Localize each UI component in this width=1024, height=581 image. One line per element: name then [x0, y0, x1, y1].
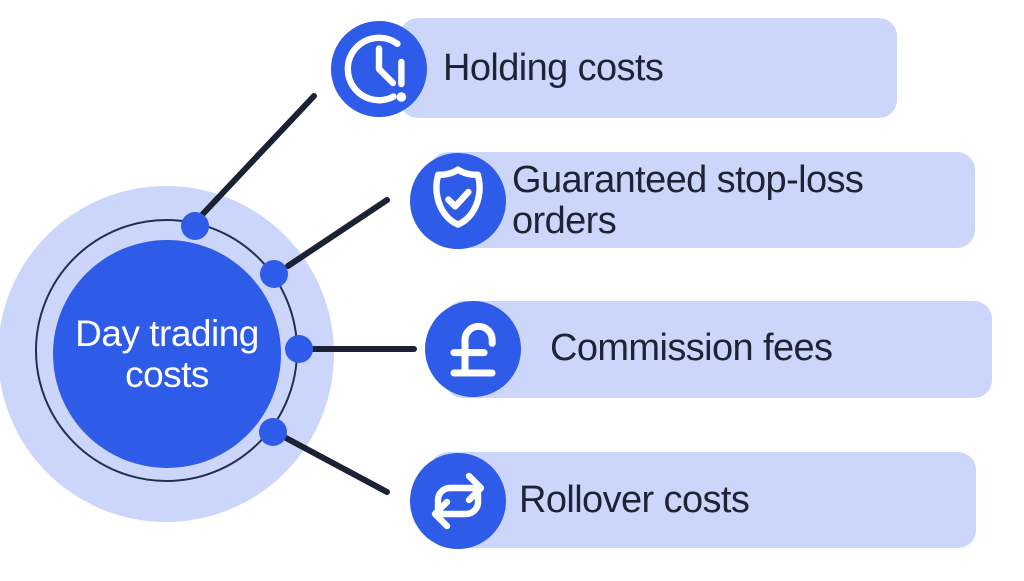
orbit-dot-stop-loss: [260, 260, 288, 288]
shield-check-icon: [410, 153, 506, 249]
pill-label-rollover-costs: Rollover costs: [519, 479, 750, 521]
orbit-dot-commission-fees: [285, 335, 313, 363]
pill-stop-loss: [430, 152, 975, 248]
center-title-line-2: costs: [125, 354, 209, 395]
orbit-dot-rollover-costs: [259, 418, 287, 446]
clock-alert-icon: [331, 21, 427, 117]
repeat-arrows-icon: [410, 453, 506, 549]
pill-label-stop-loss: Guaranteed stop-loss orders: [512, 159, 864, 242]
pill-holding-costs: [400, 18, 897, 118]
orbit-dot-holding-costs: [181, 212, 209, 240]
center-title-line-1: Day trading: [75, 313, 259, 354]
pill-label-commission-fees: Commission fees: [550, 327, 833, 369]
center-circle: Day trading costs: [53, 240, 281, 468]
pill-commission-fees: [445, 301, 992, 398]
pill-label-holding-costs: Holding costs: [443, 47, 664, 89]
pound-sterling-icon: [425, 301, 521, 397]
pill-rollover-costs: [430, 452, 976, 548]
